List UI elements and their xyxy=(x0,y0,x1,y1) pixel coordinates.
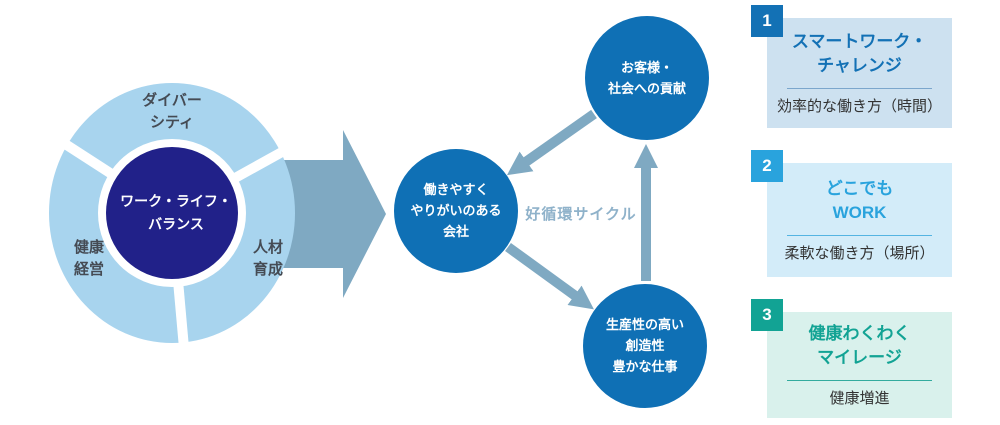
card-2-subtitle: 柔軟な働き方（場所） xyxy=(784,245,935,262)
card-3-number-badge: 3 xyxy=(751,299,783,331)
cycle-arrows xyxy=(505,109,659,310)
card-3-title: 健康わくわく マイレージ xyxy=(808,324,911,367)
card-1-subtitle: 効率的な働き方（時間） xyxy=(776,98,942,115)
card-2-number-badge: 2 xyxy=(751,150,783,182)
card-1-divider xyxy=(787,88,932,89)
cycle-node-productivity-circle xyxy=(583,284,707,408)
card-2-divider xyxy=(787,235,932,236)
program-card-3: 3 健康わくわく マイレージ 健康増進 xyxy=(751,299,952,418)
program-card-2: 2 どこでも WORK 柔軟な働き方（場所） xyxy=(751,150,952,277)
card-1-title: スマートワーク・ チャレンジ xyxy=(791,32,928,75)
arrow-top-to-left xyxy=(506,109,597,176)
card-2-title: どこでも WORK xyxy=(825,179,894,222)
cycle-node-company-circle xyxy=(394,149,518,273)
cycle-node-customers-circle xyxy=(585,16,709,140)
ring-center-circle xyxy=(106,147,238,279)
card-3-subtitle: 健康増進 xyxy=(829,390,890,407)
ring-chart xyxy=(49,83,295,349)
arrow-left-to-bottom xyxy=(505,242,594,310)
card-3-divider xyxy=(787,380,932,381)
card-1-number-badge: 1 xyxy=(751,5,783,37)
transform-arrow xyxy=(276,130,386,298)
cycle-nodes xyxy=(394,16,709,408)
program-card-1: 1 スマートワーク・ チャレンジ 効率的な働き方（時間） xyxy=(751,5,952,128)
